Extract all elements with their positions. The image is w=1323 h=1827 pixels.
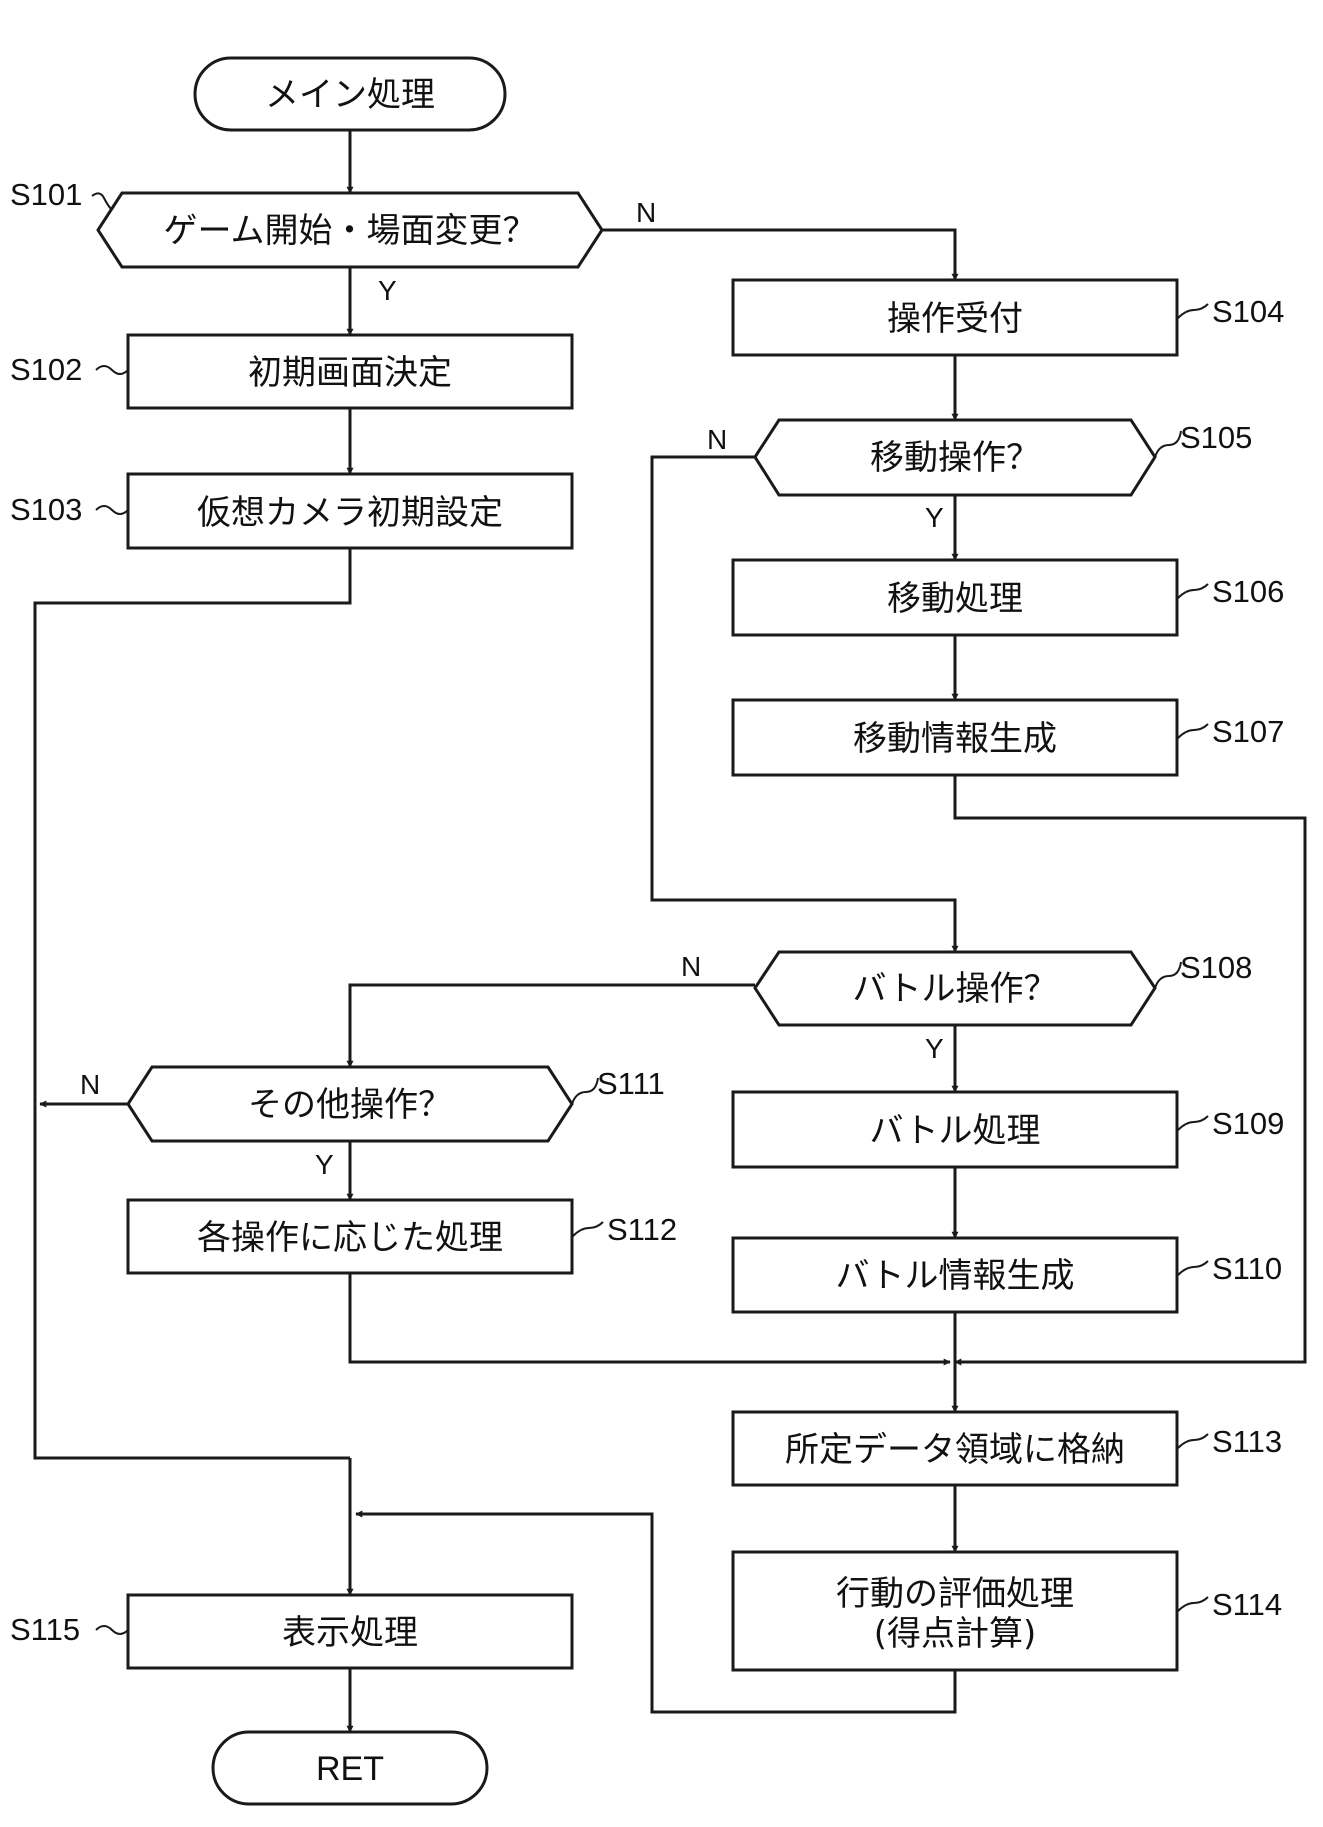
branch-s105-yes: Y [925,502,944,533]
process-s104-label: 操作受付 [887,299,1023,339]
step-leader-s113 [1177,1433,1209,1449]
branch-s101-no: N [636,197,656,228]
connectors [33,130,1307,1733]
step-leader-s104 [1177,303,1209,319]
end-terminator: RET [211,1730,489,1806]
step-label-s115: S115 [10,1612,80,1647]
branch-s108-yes: Y [925,1033,944,1064]
process-s106: 移動処理 [731,558,1179,637]
end-label: RET [316,1750,384,1788]
process-s106-label: 移動処理 [887,579,1023,619]
step-leader-s114 [1177,1596,1209,1612]
process-s110-label: バトル情報生成 [835,1256,1074,1296]
step-labels: S101 S102 S103 S115 S104 S105 S106 S107 … [10,177,1284,1647]
edge-s103-display [33,548,352,1460]
process-s115: 表示処理 [126,1593,574,1670]
process-s107-label: 移動情報生成 [853,719,1057,759]
step-leader-s105 [1154,430,1182,458]
branch-s105-no: N [707,424,727,455]
decision-s111-label: その他操作？ [248,1085,452,1125]
edge-s105-s108 [650,455,959,953]
process-s102-label: 初期画面決定 [248,353,452,393]
process-s107: 移動情報生成 [731,698,1179,777]
branch-labels: Y N Y N Y N Y N [80,197,944,1180]
step-label-s104: S104 [1212,294,1284,329]
process-s104: 操作受付 [731,278,1179,357]
step-leader-s106 [1177,583,1209,599]
step-label-s109: S109 [1212,1106,1284,1141]
process-s115-label: 表示処理 [282,1613,418,1653]
step-label-s111: S111 [597,1066,665,1101]
step-leader-s109 [1177,1115,1209,1131]
edge-s108-s111 [346,983,755,1068]
step-leader-s103 [95,505,129,515]
step-label-s114: S114 [1212,1587,1282,1622]
process-s110: バトル情報生成 [731,1236,1179,1314]
edge-s114-display [355,1510,957,1714]
process-s113: 所定データ領域に格納 [731,1410,1179,1487]
decision-s111: その他操作？ [126,1065,574,1143]
branch-s111-no: N [80,1069,100,1100]
process-s109-label: バトル処理 [869,1111,1040,1151]
start-terminator: メイン処理 [193,56,507,132]
process-s109: バトル処理 [731,1090,1179,1169]
edge-s101-s104 [602,228,959,281]
step-leader-s107 [1177,723,1209,739]
step-label-s102: S102 [10,352,82,387]
step-leader-s115 [95,1625,129,1635]
process-s114-label-line2: (得点計算) [874,1614,1037,1654]
step-leader-s112 [572,1221,604,1237]
process-s102: 初期画面決定 [126,333,574,410]
process-s114: 行動の評価処理 (得点計算) [731,1550,1179,1672]
step-label-s103: S103 [10,492,82,527]
decision-s108-label: バトル操作？ [852,969,1057,1009]
branch-s108-no: N [681,951,701,982]
step-label-s113: S113 [1212,1424,1282,1459]
step-label-s112: S112 [607,1212,677,1247]
step-leader-s111 [571,1077,599,1105]
process-s112: 各操作に応じた処理 [126,1198,574,1275]
edge-s107-merge [953,775,1307,1366]
step-label-s108: S108 [1180,950,1252,985]
decision-s108: バトル操作？ [753,950,1157,1027]
process-s113-label: 所定データ領域に格納 [785,1430,1125,1470]
step-leader-s101 [91,192,113,211]
step-label-s107: S107 [1212,714,1284,749]
step-label-s101: S101 [10,177,82,212]
decision-s105: 移動操作？ [753,418,1157,497]
branch-s101-yes: Y [378,275,397,306]
process-s114-label-line1: 行動の評価処理 [836,1574,1074,1614]
process-s103: 仮想カメラ初期設定 [126,472,574,550]
step-leader-s108 [1154,961,1182,989]
start-label: メイン処理 [265,75,435,115]
step-label-s106: S106 [1212,574,1284,609]
process-s112-label: 各操作に応じた処理 [197,1218,503,1258]
step-leader-s102 [95,365,129,375]
decision-s101: ゲーム開始・場面変更？ [96,191,604,269]
decision-s101-label: ゲーム開始・場面変更？ [164,211,537,251]
decision-s105-label: 移動操作？ [870,438,1040,478]
branch-s111-yes: Y [315,1149,334,1180]
step-label-s110: S110 [1212,1251,1282,1286]
edge-s112-merge [348,1273,951,1366]
process-s103-label: 仮想カメラ初期設定 [197,493,503,533]
step-label-s105: S105 [1180,420,1252,455]
step-leader-s110 [1177,1260,1209,1276]
